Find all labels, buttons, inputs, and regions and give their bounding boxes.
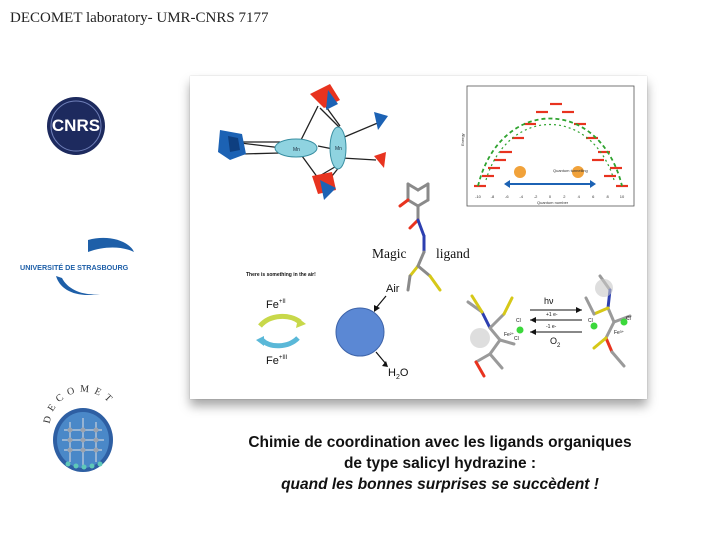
graph-xlabel: Quantum number [537, 200, 569, 205]
subtitle-line-1: Chimie de coordination avec les ligands … [248, 434, 632, 451]
graph-ylabel: Energy [460, 133, 465, 146]
graph-tick-label: -10 [475, 194, 482, 199]
h2o-label: H2O [388, 367, 409, 381]
cnrs-logo-text: CNRS [52, 116, 100, 135]
subtitle-line-2: de type salicyl hydrazine : [343, 455, 537, 472]
unistra-logo-text: UNIVERSITÉ DE STRASBOURG [20, 263, 129, 272]
graph-tunnel-label: Quantum tunnelling [553, 168, 588, 173]
mn-label-1: Mn [293, 147, 300, 153]
graph-tick-label: 0 [549, 194, 552, 199]
lab-title: DECOMET laboratory- UMR-CNRS 7177 [10, 10, 269, 26]
energy-level-graph: Quantum tunnelling Energy Quantum number… [460, 85, 635, 207]
cl-label-3: Cl [588, 318, 593, 324]
figure-panel: Mn Mn [190, 76, 647, 399]
subtitle-line-3: quand les bonnes surprises se succèdent … [281, 476, 599, 493]
graph-tick-label: 2 [563, 194, 566, 199]
decomet-logo: DECOMET [42, 384, 113, 472]
cl-label-4: Cl [626, 316, 631, 322]
fe-ii-label: Fe+II [266, 299, 286, 311]
air-label: Air [386, 283, 400, 295]
graph-tick-label: 4 [578, 194, 581, 199]
unistra-logo: UNIVERSITÉ DE STRASBOURG [20, 237, 134, 296]
graph-tick-label: 6 [592, 194, 595, 199]
cnrs-logo: CNRS [47, 97, 105, 155]
fe-complex-label-1: Fe²⁺ [504, 332, 515, 338]
graph-tick-label: 8 [606, 194, 609, 199]
redox-cartoon: Fe+II Fe+III Air H2O [256, 283, 409, 381]
graph-tick-label: -4 [519, 194, 523, 199]
graph-tick-label: -6 [505, 194, 509, 199]
o2-label: O2 [550, 336, 561, 349]
graph-tick-label: 10 [620, 194, 625, 199]
magic-label: Magic [372, 246, 407, 261]
graph-tick-label: -8 [491, 194, 495, 199]
graph-tick-label: -2 [534, 194, 538, 199]
cl-label-1: Cl [516, 318, 521, 324]
mn-label-2: Mn [335, 146, 342, 152]
figure-canvas: Mn Mn [218, 84, 635, 381]
ligand-label: ligand [436, 246, 470, 261]
fe-iii-label: Fe+III [266, 355, 288, 367]
hv-label: hν [544, 296, 554, 306]
slide-subtitle: Chimie de coordination avec les ligands … [190, 432, 690, 495]
tiny-caption: There is something in the air! [246, 272, 316, 278]
cl-label-2: Cl [514, 336, 519, 342]
fe-complexes: Cl Cl Cl Cl Fe²⁺ Fe³⁺ hν +1 e- -1 e- O2 [466, 274, 632, 378]
minus-e-label: -1 e- [546, 324, 557, 330]
ligand-molecule [398, 182, 442, 292]
fe-complex-label-2: Fe³⁺ [614, 330, 625, 336]
plus-e-label: +1 e- [546, 312, 558, 318]
mn-cluster-diagram: Mn Mn [218, 84, 388, 200]
